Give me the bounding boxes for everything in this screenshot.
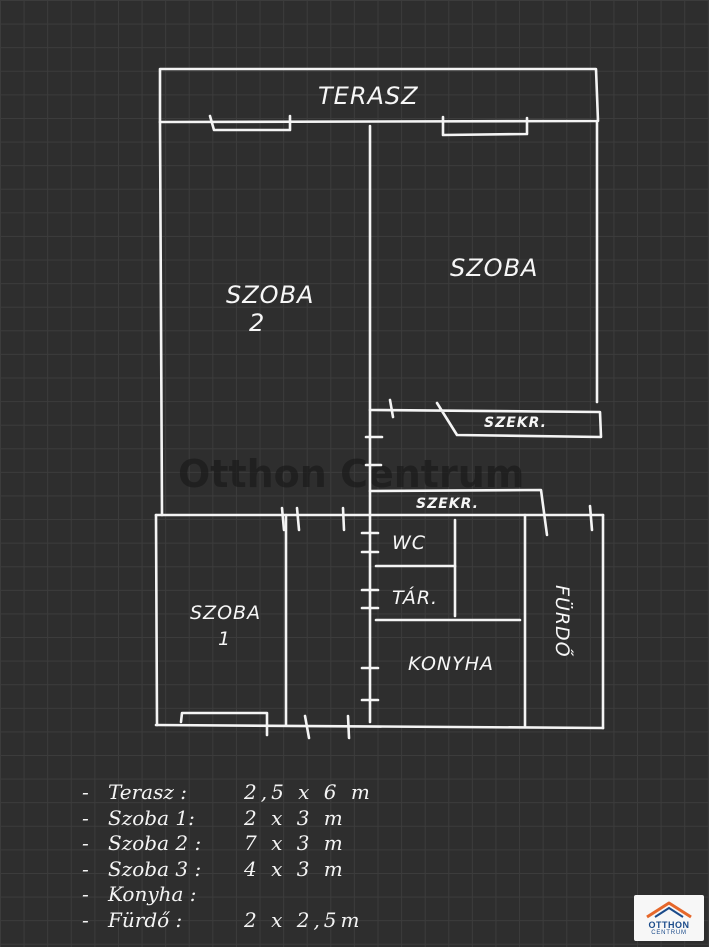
label-tar: TÁR. [392, 586, 438, 609]
logo-text-otthon: OTTHON [648, 920, 690, 930]
watermark: Otthon Centrum [178, 452, 524, 496]
label-szoba-2: SZOBA [226, 281, 314, 309]
legend-row: - Szoba 1: 2 x 3 m [82, 805, 347, 830]
dimensions-legend: - Terasz : 2,5 x 6 m - Szoba 1: 2 x 3 m … [82, 780, 412, 933]
label-furdo: FÜRDŐ [551, 585, 575, 658]
label-wc: WC [392, 532, 426, 554]
otthon-centrum-logo: OTTHON CENTRUM [634, 895, 704, 941]
label-szekr-lower: SZEKR. [416, 496, 479, 512]
legend-row: - Szoba 3 : 4 x 3 m [82, 856, 347, 881]
legend-row: - Terasz : 2,5 x 6 m [82, 780, 374, 804]
label-szekr-upper: SZEKR. [484, 415, 547, 431]
legend-row: - Fürdő : 2 x 2,5m [82, 907, 364, 932]
roof-icon [646, 901, 692, 919]
walls [154, 67, 605, 740]
label-szoba: SZOBA [450, 254, 538, 282]
legend-row: - Konyha : [82, 882, 197, 906]
label-szoba-2-number: 2 [249, 309, 265, 337]
logo-text-centrum: CENTRUM [651, 930, 687, 936]
legend-row: - Szoba 2 : 7 x 3 m [82, 831, 347, 855]
label-szoba-1: SZOBA [190, 602, 261, 624]
label-szoba-1-number: 1 [218, 628, 231, 650]
label-konyha: KONYHA [408, 653, 494, 675]
label-terasz: TERASZ [318, 82, 419, 110]
